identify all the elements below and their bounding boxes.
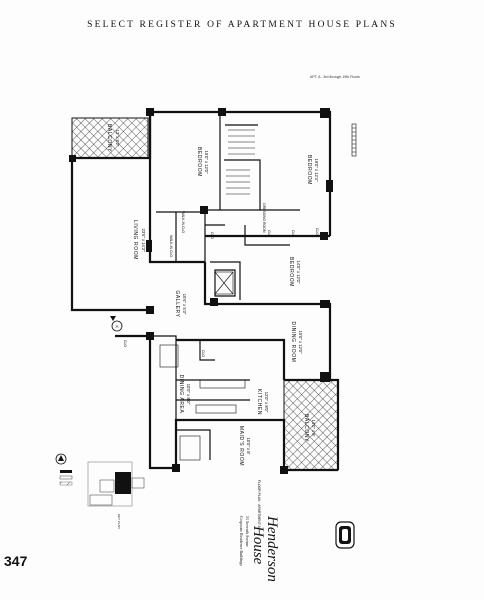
room-name-bedroom-2: BEDROOM <box>306 155 312 185</box>
brand-name-line2: House <box>250 525 266 565</box>
room-name-balcony-bottom: BALCONY <box>303 414 309 442</box>
room-dim-balcony-bottom: 14'0" x 8' <box>311 420 316 437</box>
room-name-bedroom-3: BEDROOM <box>288 257 294 287</box>
page-header: SELECT REGISTER OF APARTMENT HOUSE PLANS <box>87 20 397 30</box>
balcony-bottom <box>283 379 339 471</box>
brand-sub2: Corporate Residence Buildings <box>239 516 244 566</box>
closet-label: CLO <box>315 228 319 235</box>
room-name-dining-area: DINING AREA <box>178 375 184 414</box>
room-name-walkin-2: WALK-IN CLO <box>169 235 173 257</box>
room-dim-balcony-top: 12' x 8'2" <box>115 130 120 147</box>
room-dim-bedroom-1: 15'0" x 12'0" <box>204 151 209 174</box>
room-name-gallery: GALLERY <box>174 290 180 317</box>
room-dim-kitchen: 12'0" x 8'0" <box>264 392 269 413</box>
room-name-dining: DINING ROOM <box>290 321 296 362</box>
room-name-bedroom-1: BEDROOM <box>196 147 202 177</box>
room-dim-dining-area: 10'0" x 8'0" <box>186 384 191 405</box>
brand-sub3: FLOOR PLAN · APARTMENT A <box>257 480 261 529</box>
page-number: 347 <box>4 553 28 569</box>
room-dim-maids: 10'0" x 8' <box>246 438 251 455</box>
closet-label: CLO <box>267 230 271 237</box>
room-dim-dining: 15'0" x 12'0" <box>298 331 303 354</box>
closet-label: CLO <box>201 350 205 357</box>
entry-marker: A <box>110 316 123 332</box>
fixtures <box>159 129 255 461</box>
seal-icon <box>335 521 355 549</box>
floor-note: APT. A - 3rd through 19th Floors <box>310 75 360 79</box>
room-name-walkin-1: WALK-IN CLO <box>181 211 185 233</box>
room-dim-bedroom-3: 14'0" x 12'0" <box>296 261 301 284</box>
room-dim-bedroom-2: 19'0" x 12'4" <box>314 159 319 182</box>
room-name-balcony-top: BALCONY <box>106 124 112 152</box>
key-plan-label: KEY PLAN <box>117 514 121 529</box>
room-name-dressing: DRESSING ROOM <box>262 203 266 232</box>
brand-sub1: 51 Seventh Avenue <box>245 516 250 547</box>
room-dim-living: 23'6" x 14'3" <box>141 229 146 252</box>
room-name-maids: MAID'S ROOM <box>238 426 244 466</box>
room-name-living: LIVING ROOM <box>132 220 138 260</box>
closet-label: CLO <box>210 232 214 239</box>
balcony-top <box>71 117 149 159</box>
closet-label: CLO <box>291 230 295 237</box>
scale-bar <box>351 123 357 157</box>
entry-marker-letter: A <box>116 324 119 329</box>
structural-columns <box>69 108 333 474</box>
room-name-kitchen: KITCHEN <box>256 389 262 415</box>
key-plan <box>59 461 145 507</box>
interior-walls <box>150 112 300 460</box>
room-dim-gallery: 15'6" x 5'3" <box>182 294 187 315</box>
closet-label: CLO <box>123 340 127 347</box>
brand-block: Henderson House 51 Seventh Avenue Corpor… <box>239 515 280 582</box>
brand-name-line1: Henderson <box>264 515 280 582</box>
compass <box>55 453 67 465</box>
